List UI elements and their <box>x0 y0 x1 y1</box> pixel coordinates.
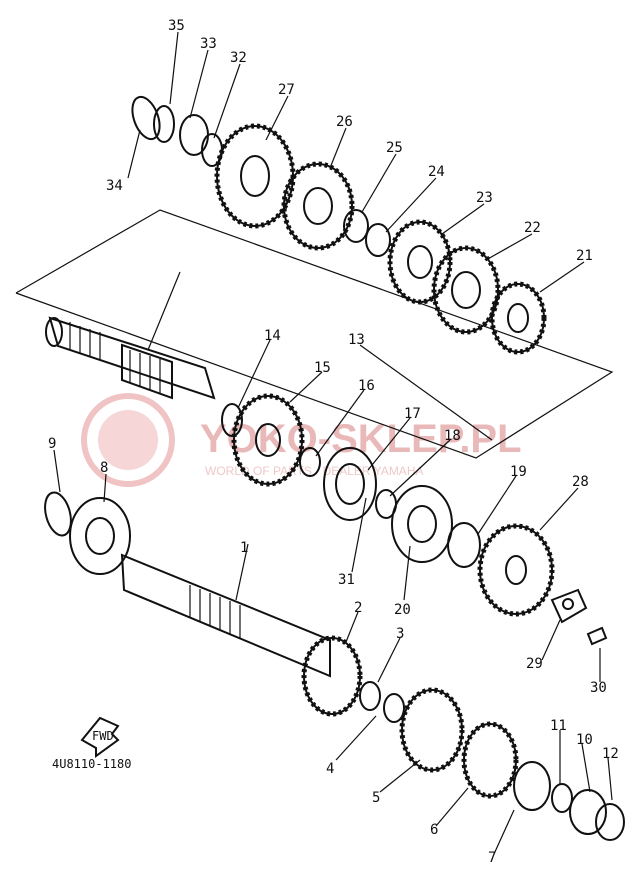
callout-19: 19 <box>510 464 527 480</box>
callout-27: 27 <box>278 82 295 98</box>
callout-17: 17 <box>404 406 421 422</box>
callout-6: 6 <box>430 822 438 838</box>
main-axle <box>45 316 216 400</box>
callout-31: 31 <box>338 572 355 588</box>
callout-5: 5 <box>372 790 380 806</box>
callout-7: 7 <box>488 850 496 866</box>
callout-32: 32 <box>230 50 247 66</box>
callout-28: 28 <box>572 474 589 490</box>
watermark-subtext: WORLD OF PARTS · DEALER YAMAHA <box>205 464 423 478</box>
callout-26: 26 <box>336 114 353 130</box>
callout-21: 21 <box>576 248 593 264</box>
callout-24: 24 <box>428 164 445 180</box>
callout-25: 25 <box>386 140 403 156</box>
diagram-code: 4U8110-1180 <box>52 757 131 771</box>
callout-18: 18 <box>444 428 461 444</box>
callout-20: 20 <box>394 602 411 618</box>
callout-8: 8 <box>100 460 108 476</box>
callout-23: 23 <box>476 190 493 206</box>
fwd-arrow-icon: FWD <box>80 716 120 758</box>
callout-30: 30 <box>590 680 607 696</box>
callout-16: 16 <box>358 378 375 394</box>
upper-gear-stack <box>131 95 547 355</box>
callout-22: 22 <box>524 220 541 236</box>
callout-11: 11 <box>550 718 567 734</box>
assembly-outline <box>15 209 614 459</box>
drive-axle <box>44 491 625 841</box>
callout-1: 1 <box>240 540 248 556</box>
callout-2: 2 <box>354 600 362 616</box>
callout-33: 33 <box>200 36 217 52</box>
callout-3: 3 <box>396 626 404 642</box>
callout-12: 12 <box>602 746 619 762</box>
middle-parts <box>221 393 608 646</box>
callout-labels: 1 2 3 4 5 6 7 8 9 10 11 12 13 14 15 16 1… <box>48 18 619 866</box>
callout-10: 10 <box>576 732 593 748</box>
callout-15: 15 <box>314 360 331 376</box>
callout-14: 14 <box>264 328 281 344</box>
callout-34: 34 <box>106 178 123 194</box>
callout-13: 13 <box>348 332 365 348</box>
fwd-label: FWD <box>92 729 114 743</box>
callout-4: 4 <box>326 761 334 777</box>
callout-29: 29 <box>526 656 543 672</box>
callout-9: 9 <box>48 436 56 452</box>
leader-lines <box>53 31 613 855</box>
watermark-text: YOKO-SKLEP.PL <box>200 417 522 461</box>
watermark: YOKO-SKLEP.PL WORLD OF PARTS · DEALER YA… <box>81 393 522 487</box>
callout-35: 35 <box>168 18 185 34</box>
